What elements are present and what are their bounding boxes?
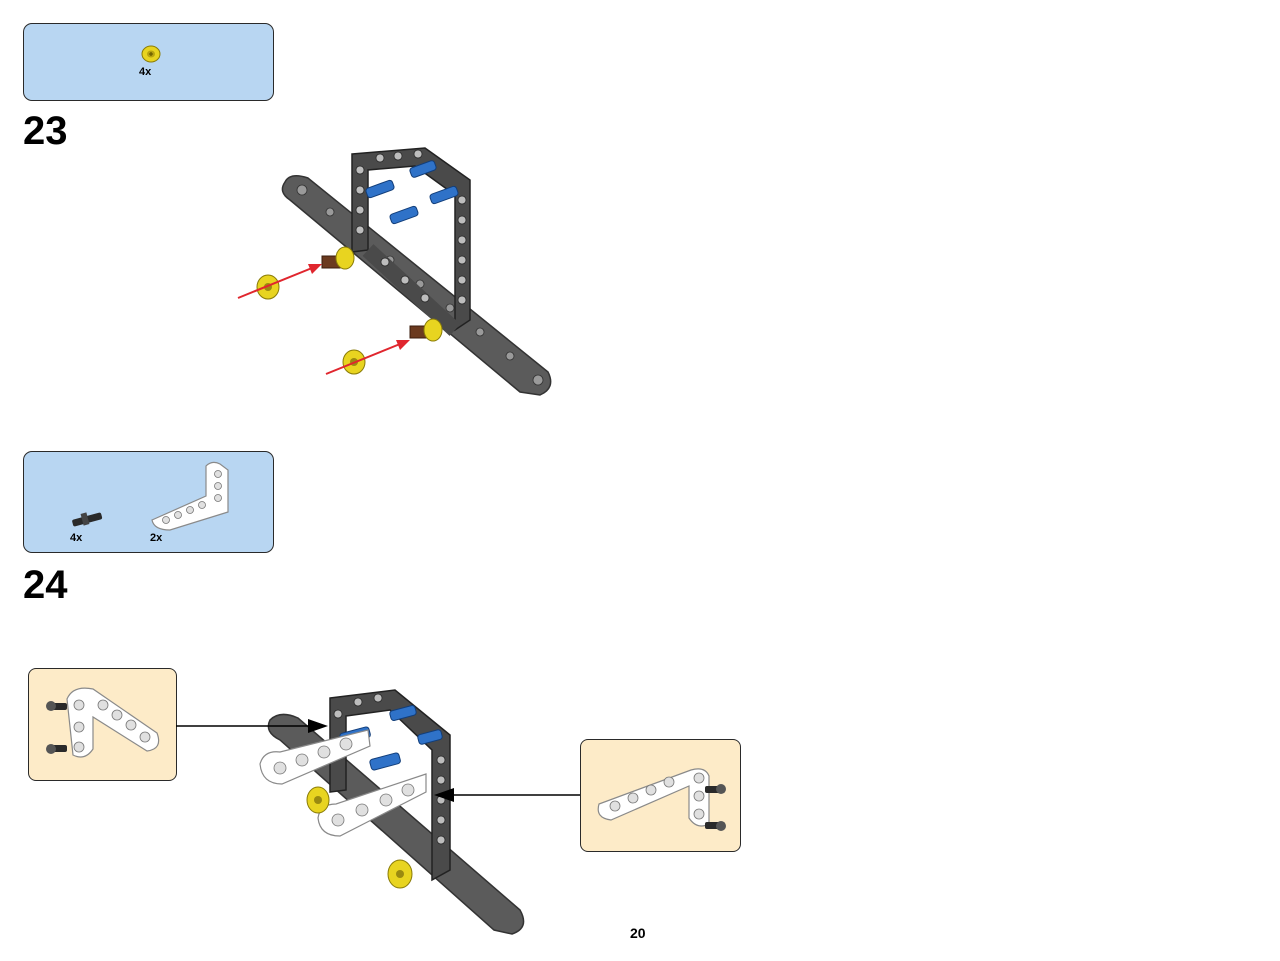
callout-arrow-left xyxy=(176,719,328,733)
step-24-parts-box: 4x 2x xyxy=(23,451,274,553)
right-subassembly-callout xyxy=(580,739,741,852)
white-l-beam-with-pins-icon xyxy=(597,768,726,831)
yellow-bush-icon xyxy=(141,45,161,63)
step-number: 24 xyxy=(23,563,68,607)
part-quantity: 2x xyxy=(150,532,163,544)
callout-arrow-right xyxy=(434,788,580,802)
step-23-assembly-illustration xyxy=(237,147,552,396)
left-subassembly-callout xyxy=(28,668,177,781)
step-23-parts-box: 4x xyxy=(23,23,274,101)
part-quantity: 4x xyxy=(70,532,83,544)
white-l-beam-with-pins-icon xyxy=(46,687,160,758)
part-quantity: 4x xyxy=(139,66,152,78)
step-24-assembly-illustration xyxy=(259,689,525,935)
black-pin-icon xyxy=(72,512,103,527)
step-number: 23 xyxy=(23,109,68,153)
page-number: 20 xyxy=(630,925,646,941)
white-l-beam-icon xyxy=(151,461,229,531)
